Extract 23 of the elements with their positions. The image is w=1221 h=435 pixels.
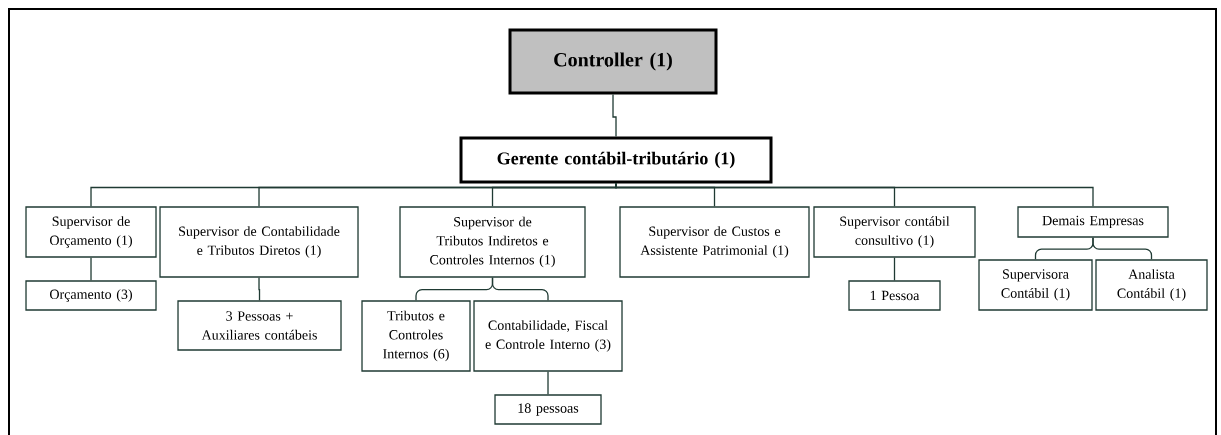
org-box: 3 Pessoas + Auxiliares contábeis	[177, 300, 342, 351]
org-box: Tributos e Controles Internos (6)	[361, 300, 471, 372]
org-box: Supervisora Contábil (1)	[978, 259, 1093, 311]
connector-line	[90, 257, 92, 281]
org-box: Demais Empresas	[1017, 206, 1169, 238]
org-box: Analista Contábil (1)	[1095, 259, 1208, 311]
org-box: Supervisor contábil consultivo (1)	[813, 206, 976, 258]
connector-line	[893, 257, 896, 281]
controller-box: Controller (1)	[508, 28, 718, 95]
org-box: 1 Pessoa	[848, 280, 941, 311]
org-box: 18 pessoas	[494, 394, 602, 425]
org-box: Supervisor de Tributos Indiretos e Controles Internos (1)	[399, 206, 586, 278]
connector-line	[612, 93, 617, 138]
org-box: Contabilidade, Fiscal e Controle Interno (3)	[473, 300, 623, 372]
connector-line	[547, 371, 549, 395]
org-box: Supervisor de Contabilidade e Tributos Diretos (1)	[159, 206, 359, 278]
manager-box: Gerente contábil-tributário (1)	[459, 136, 773, 184]
connector-line	[491, 277, 549, 301]
org-box: Supervisor de Orçamento (1)	[25, 206, 157, 258]
connector-line	[615, 182, 1094, 207]
org-box: Orçamento (3)	[25, 280, 157, 311]
connector-line	[258, 277, 261, 301]
org-box: Supervisor de Custos e Assistente Patrimonial (1)	[619, 206, 810, 278]
